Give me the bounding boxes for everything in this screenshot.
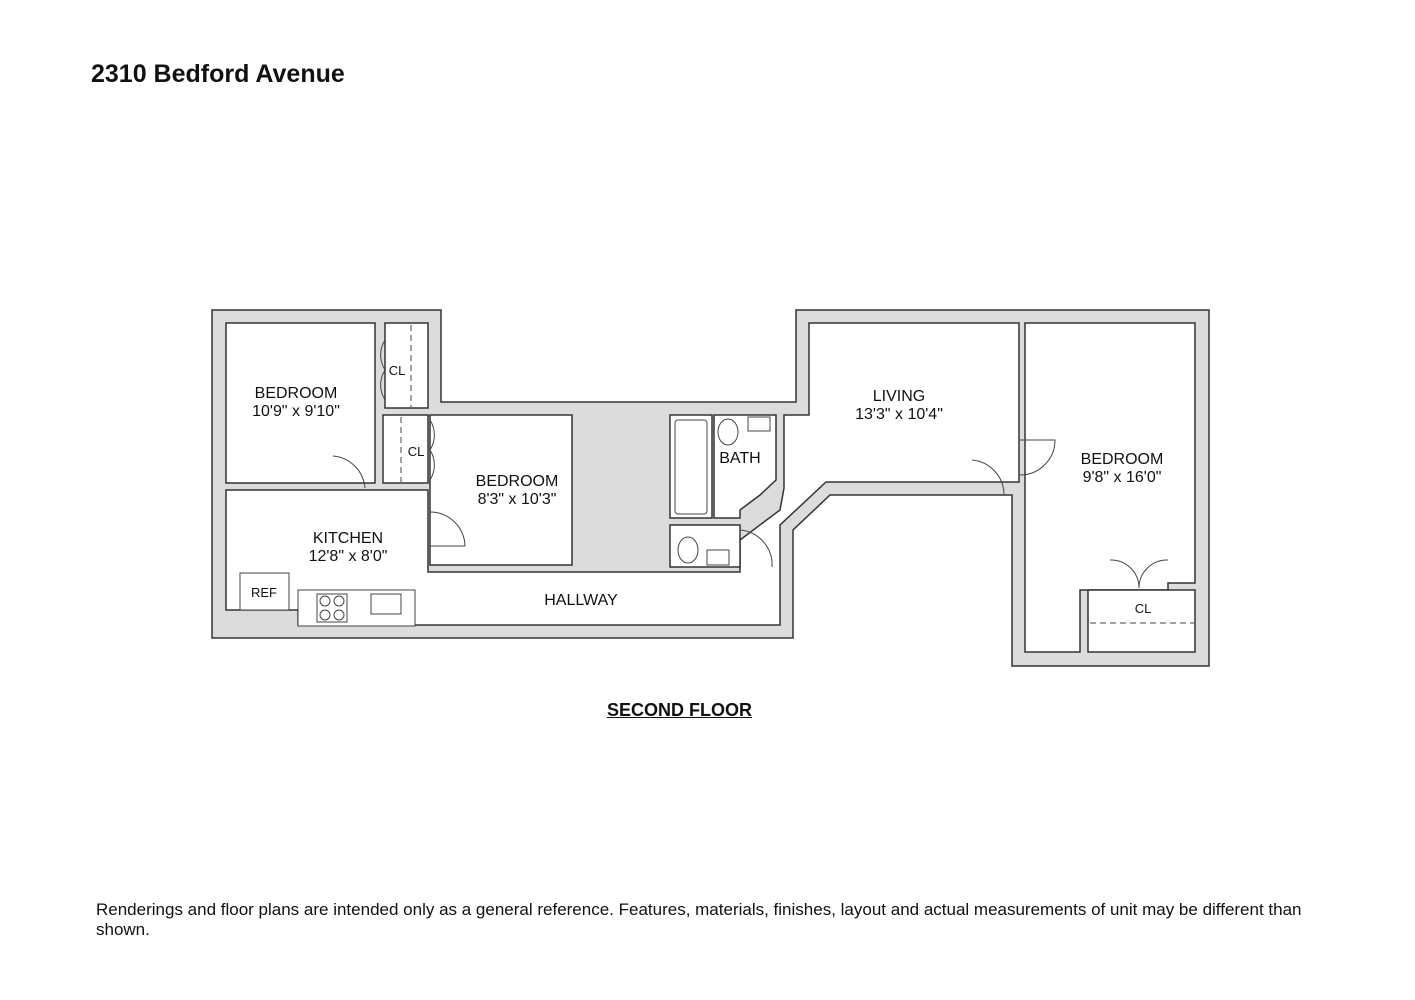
closet-doors xyxy=(380,339,386,401)
door-swing xyxy=(1019,439,1056,476)
hallway-label: HALLWAY xyxy=(544,592,618,609)
closet-3 xyxy=(1087,589,1196,653)
floor-label: SECOND FLOOR xyxy=(607,700,753,720)
ref-label: REF xyxy=(251,585,277,600)
room-bedroom-1 xyxy=(225,322,376,484)
closet-doors xyxy=(1109,559,1169,589)
burner xyxy=(319,595,331,607)
bedroom-3-label: BEDROOM xyxy=(1081,451,1164,468)
bedroom-2-label: BEDROOM xyxy=(476,473,559,490)
disclaimer: Renderings and floor plans are intended … xyxy=(96,900,1302,939)
living-label: LIVING xyxy=(873,388,925,405)
toilet-2 xyxy=(677,536,699,564)
bedroom-1-size: 10'9" x 9'10" xyxy=(252,403,340,420)
closet-2 xyxy=(382,414,429,484)
closet-label: CL xyxy=(1135,601,1152,616)
bedroom-3-size: 9'8" x 16'0" xyxy=(1083,469,1162,486)
bathtub xyxy=(674,419,708,515)
door-swing xyxy=(971,459,1005,496)
kitchen-label: KITCHEN xyxy=(313,530,383,547)
refrigerator xyxy=(239,572,290,611)
closet-label: CL xyxy=(389,363,406,378)
kitchen-sink xyxy=(370,593,402,615)
kitchen-size: 12'8" x 8'0" xyxy=(309,548,388,565)
toilet xyxy=(717,418,739,446)
door-swing xyxy=(739,529,773,568)
door-swing xyxy=(429,511,466,547)
half-bath-sink xyxy=(706,549,730,566)
bath-label: BATH xyxy=(719,450,760,467)
bedroom-2-size: 8'3" x 10'3" xyxy=(478,491,557,508)
bath-sink xyxy=(747,416,771,432)
closet-doors xyxy=(429,419,435,481)
door-swing xyxy=(332,455,366,489)
bedroom-1-label: BEDROOM xyxy=(255,385,338,402)
closet-label: CL xyxy=(408,444,425,459)
living-size: 13'3" x 10'4" xyxy=(855,406,943,423)
page-title: 2310 Bedford Avenue xyxy=(91,60,345,88)
closet-1 xyxy=(384,322,429,409)
room-bedroom-2 xyxy=(429,414,573,566)
